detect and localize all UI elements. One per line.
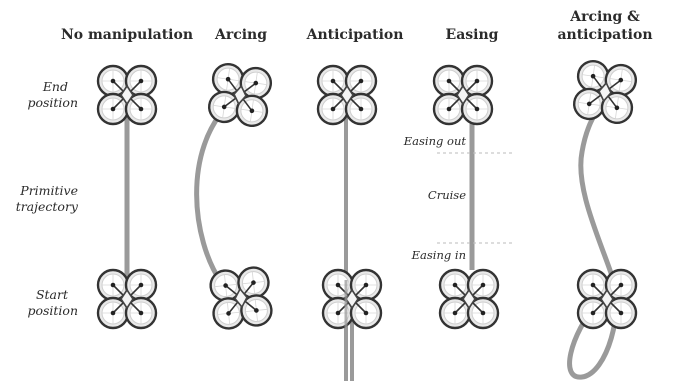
column-heading-arcing-anticipation-line1: Arcing & — [569, 9, 640, 25]
drone-icon-start-arcing-anticipation — [576, 268, 638, 330]
drone-icon-start-anticipation — [321, 268, 383, 330]
row-label-trajectory-line1: Primitive — [19, 183, 78, 198]
column-heading-arcing-anticipation-line2: anticipation — [557, 27, 652, 43]
column-heading-easing: Easing — [446, 27, 499, 43]
phase-label-cruise: Cruise — [428, 188, 466, 202]
row-label-start-line2: position — [27, 303, 78, 318]
drone-icon-end-arcing — [206, 61, 274, 129]
trajectory-anticipation — [344, 104, 354, 381]
drone-icon-end-no-manipulation — [96, 64, 158, 126]
phase-label-easing-out: Easing out — [403, 134, 467, 148]
phase-label-easing-in: Easing in — [411, 248, 466, 262]
drone-icon-end-arcing-anticipation — [571, 58, 639, 126]
drone-icon-start-arcing — [207, 264, 275, 332]
trajectory-arcing-anticipation — [567, 94, 619, 380]
drone-icon-start-easing — [438, 268, 500, 330]
drone-icon-start-no-manipulation — [96, 268, 158, 330]
row-label-trajectory-line2: trajectory — [16, 199, 79, 214]
column-heading-no-manipulation: No manipulation — [61, 27, 193, 43]
drone-icon-end-easing — [432, 64, 494, 126]
row-label-end-line1: End — [42, 79, 68, 94]
row-label-start-line1: Start — [36, 287, 69, 302]
column-heading-arcing: Arcing — [214, 27, 267, 43]
column-heading-anticipation: Anticipation — [306, 27, 404, 43]
drone-icon-end-anticipation — [316, 64, 378, 126]
row-label-end-line2: position — [27, 95, 78, 110]
trajectory-arcing — [194, 101, 232, 284]
